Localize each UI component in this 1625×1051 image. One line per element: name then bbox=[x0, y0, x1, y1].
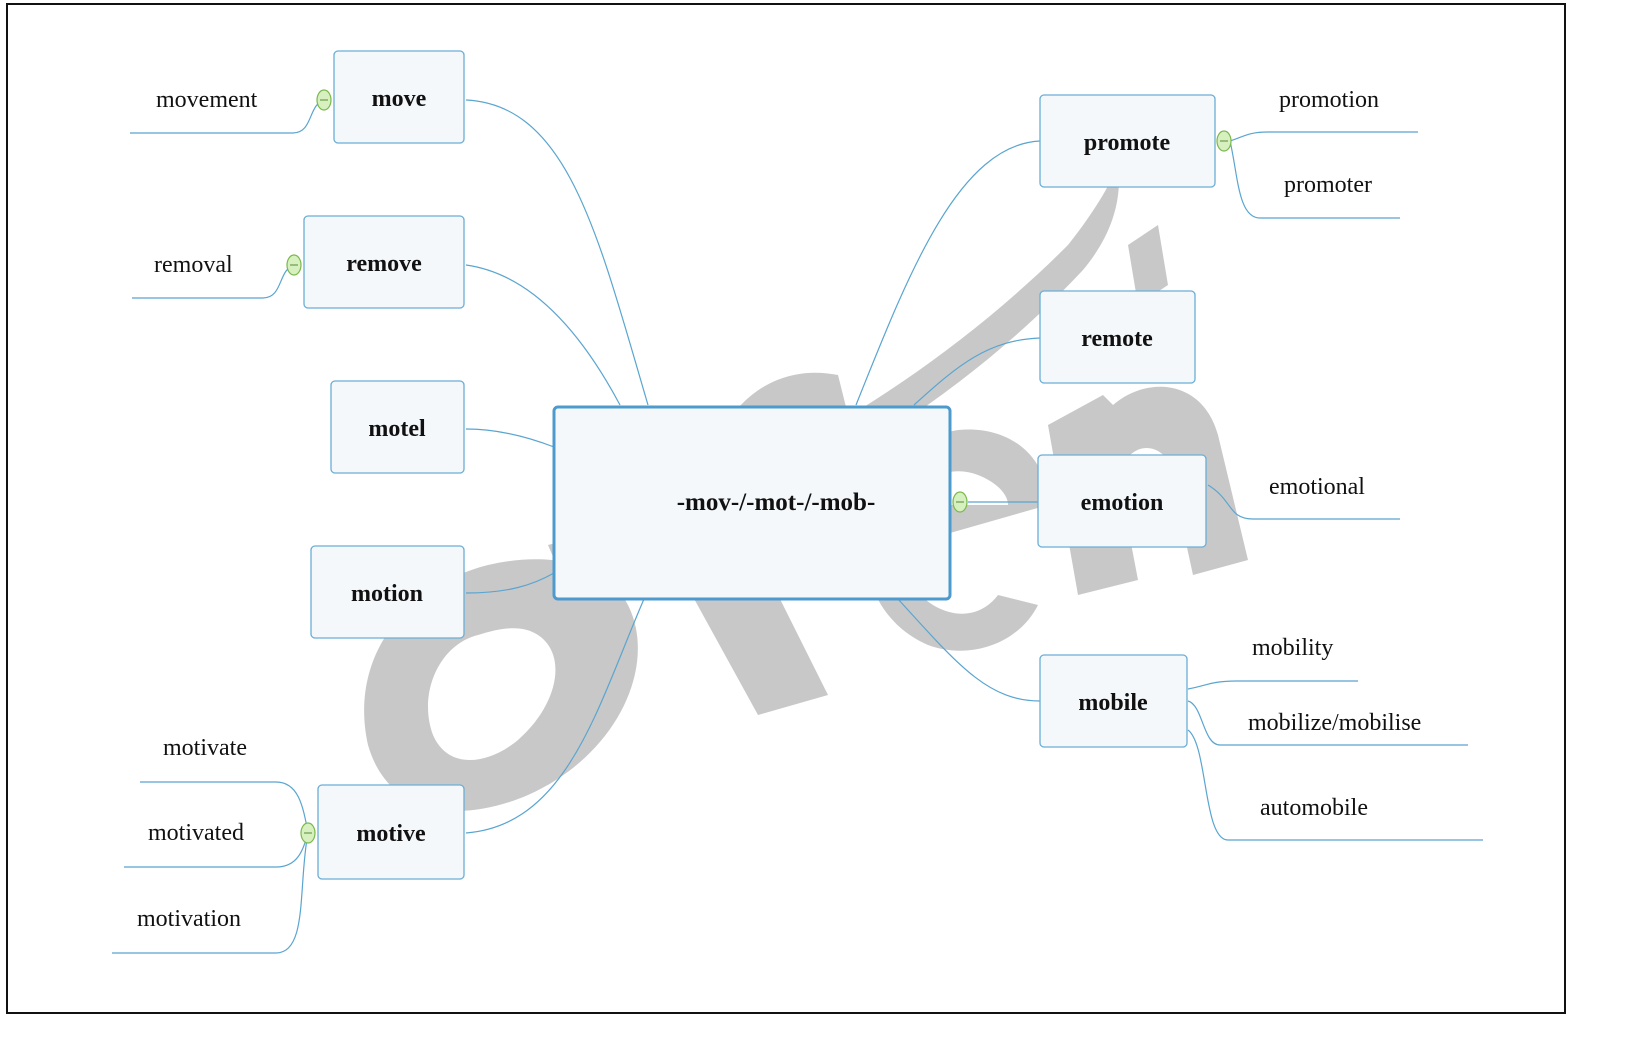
leaf-automobile[interactable]: automobile bbox=[1260, 795, 1368, 821]
branch-label: promote bbox=[1084, 130, 1171, 156]
branch-label: emotion bbox=[1081, 490, 1164, 516]
mind-map-frame: -mov-/-mot-/-mob- move remove motel moti… bbox=[6, 3, 1566, 1014]
collapse-toggle-center[interactable] bbox=[952, 491, 968, 513]
collapse-toggle-motive[interactable] bbox=[300, 822, 316, 844]
leaf-removal[interactable]: removal bbox=[154, 252, 233, 278]
mind-map-canvas: -mov-/-mot-/-mob- move remove motel moti… bbox=[112, 50, 1483, 954]
branch-move[interactable]: move bbox=[333, 50, 465, 144]
leaf-motivated[interactable]: motivated bbox=[148, 820, 244, 846]
branch-label: mobile bbox=[1078, 690, 1148, 716]
node-box bbox=[303, 215, 465, 309]
connector-promote bbox=[855, 140, 1041, 406]
leaf-promotion[interactable]: promotion bbox=[1279, 87, 1379, 113]
branch-label: remove bbox=[346, 251, 422, 277]
leaf-mobility[interactable]: mobility bbox=[1252, 635, 1333, 661]
leaf-movement[interactable]: movement bbox=[156, 87, 258, 113]
node-box bbox=[1039, 654, 1188, 748]
node-box bbox=[330, 380, 465, 474]
connector-remote bbox=[913, 337, 1041, 406]
collapse-toggle-remove[interactable] bbox=[286, 254, 302, 276]
node-box bbox=[1039, 290, 1196, 384]
branch-label: move bbox=[372, 86, 427, 112]
node-box bbox=[333, 50, 465, 144]
central-topic-box bbox=[552, 405, 952, 601]
node-box bbox=[1037, 454, 1207, 548]
connector-move bbox=[465, 99, 649, 406]
leaf-mobilize-mobilise[interactable]: mobilize/mobilise bbox=[1248, 710, 1421, 736]
connector-motivation bbox=[112, 832, 309, 954]
branch-mobile[interactable]: mobile bbox=[1039, 654, 1188, 748]
connector-motive bbox=[465, 598, 645, 834]
node-box bbox=[317, 784, 465, 880]
leaf-motivation[interactable]: motivation bbox=[137, 906, 241, 932]
branch-emotion[interactable]: emotion bbox=[1037, 454, 1207, 548]
connector-mobility bbox=[1187, 680, 1358, 690]
connector-mobile bbox=[897, 598, 1041, 702]
connector-promoter bbox=[1229, 140, 1400, 219]
branch-motive[interactable]: motive bbox=[317, 784, 465, 880]
branch-motel[interactable]: motel bbox=[330, 380, 465, 474]
leaf-promoter[interactable]: promoter bbox=[1284, 172, 1372, 198]
collapse-toggle-move[interactable] bbox=[316, 89, 332, 111]
branch-label: motive bbox=[356, 821, 426, 847]
connector-motion bbox=[465, 572, 555, 594]
connector-remove bbox=[465, 264, 621, 406]
branch-promote[interactable]: promote bbox=[1039, 94, 1216, 188]
branch-label: remote bbox=[1081, 326, 1153, 352]
branch-label: motel bbox=[368, 416, 426, 442]
leaf-motivate[interactable]: motivate bbox=[163, 735, 247, 761]
branch-label: motion bbox=[351, 581, 423, 607]
collapse-toggles bbox=[286, 89, 1232, 844]
collapse-toggle-promote[interactable] bbox=[1216, 130, 1232, 152]
branch-motion[interactable]: motion bbox=[310, 545, 465, 639]
connector-motel bbox=[465, 428, 555, 448]
branch-remote[interactable]: remote bbox=[1039, 290, 1196, 384]
leaf-emotional[interactable]: emotional bbox=[1269, 474, 1365, 500]
connector-lines bbox=[112, 99, 1483, 954]
node-box bbox=[1039, 94, 1216, 188]
connector-promotion bbox=[1229, 131, 1418, 142]
connector-emotional bbox=[1207, 484, 1400, 520]
branch-remove[interactable]: remove bbox=[303, 215, 465, 309]
central-topic-label: -mov-/-mot-/-mob- bbox=[677, 489, 876, 516]
node-box bbox=[310, 545, 465, 639]
connector-automobile bbox=[1187, 729, 1483, 841]
connector-mobilize bbox=[1187, 700, 1468, 746]
central-topic[interactable]: -mov-/-mot-/-mob- bbox=[552, 405, 952, 601]
leaf-labels: movement removal motivate motivated moti… bbox=[137, 87, 1421, 932]
